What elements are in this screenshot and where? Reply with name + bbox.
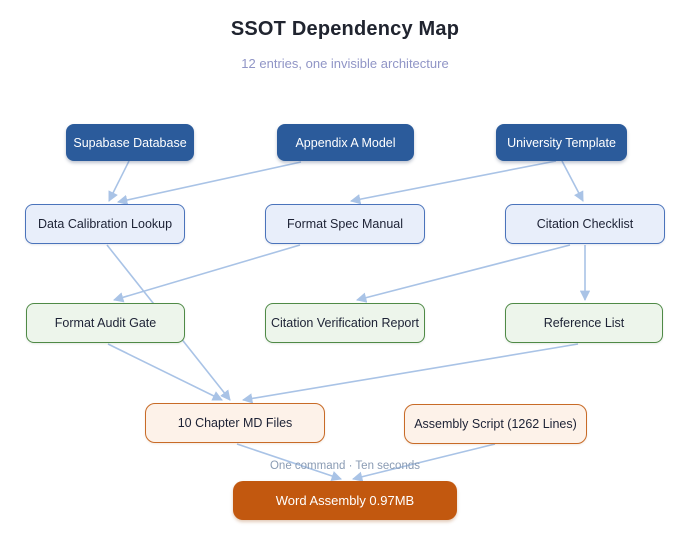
page-subtitle: 12 entries, one invisible architecture: [241, 56, 449, 71]
node-assembly-script: Assembly Script (1262 Lines): [404, 404, 587, 444]
page-title: SSOT Dependency Map: [230, 18, 460, 40]
assembly-caption: One command · Ten seconds: [269, 460, 420, 472]
node-format-audit-gate: Format Audit Gate: [26, 303, 185, 343]
node-university-template: University Template: [496, 124, 627, 161]
node-word-assembly: Word Assembly 0.97MB: [233, 481, 457, 520]
node-citation-checklist: Citation Checklist: [505, 204, 665, 244]
edge-citation-checklist-to-citation-verification-report: [355, 244, 571, 303]
edge-reference-list-to-10-chapter-md-files: [241, 343, 579, 404]
edge-university-template-to-format-spec-manual: [349, 160, 557, 205]
edge-format-spec-manual-to-format-audit-gate: [113, 244, 301, 303]
node-appendix-a-model: Appendix A Model: [277, 124, 414, 161]
edge-appendix-a-model-to-data-calibration-lookup: [116, 161, 302, 206]
node-10-chapter-md-files: 10 Chapter MD Files: [145, 403, 325, 443]
node-format-spec-manual: Format Spec Manual: [265, 204, 425, 244]
node-supabase-database: Supabase Database: [66, 124, 194, 161]
edge-supabase-database-to-data-calibration-lookup: [108, 160, 130, 202]
node-reference-list: Reference List: [505, 303, 663, 343]
edge-assembly-script-to-word-assembly: [351, 443, 496, 482]
node-data-calibration-lookup: Data Calibration Lookup: [25, 204, 185, 244]
edge-10-chapter-md-files-to-word-assembly: [236, 443, 342, 481]
edge-university-template-to-citation-checklist: [561, 160, 584, 202]
node-citation-verification-report: Citation Verification Report: [265, 303, 425, 343]
edge-format-audit-gate-to-10-chapter-md-files: [107, 343, 223, 401]
